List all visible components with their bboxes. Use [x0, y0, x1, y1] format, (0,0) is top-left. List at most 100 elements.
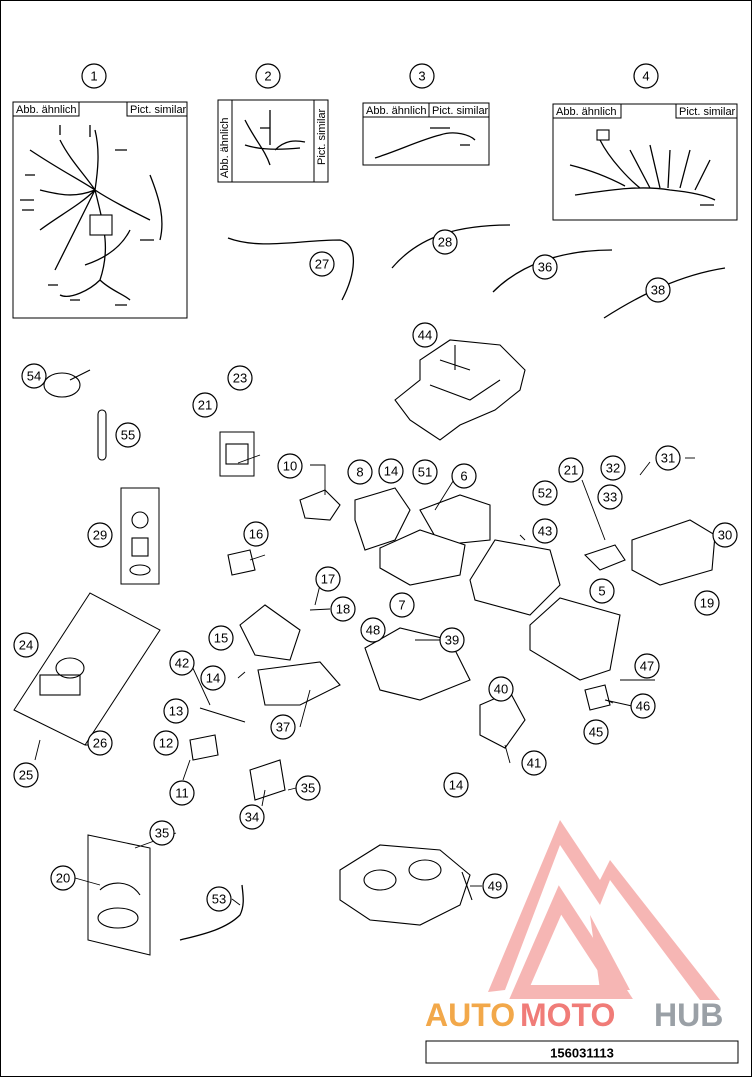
leader-line: [639, 461, 651, 476]
part-7-module: [379, 529, 466, 586]
leader-line: [310, 464, 326, 495]
callout-26: 26: [87, 730, 113, 756]
callout-34: 34: [239, 804, 265, 830]
callout-55: 55: [115, 422, 141, 448]
leader-line: [182, 759, 191, 781]
callout-1: 1: [81, 63, 107, 89]
document-number-box: [425, 1040, 739, 1064]
callout-number: 29: [93, 528, 107, 543]
leader-lines: [34, 454, 695, 906]
box-part-4: [552, 103, 738, 221]
callout-circle: [439, 627, 465, 653]
callout-38: 38: [645, 277, 671, 303]
callout-16: 16: [243, 521, 269, 547]
callout-2: 2: [255, 63, 281, 89]
box-4-label-de: Abb. ähnlich: [556, 106, 617, 118]
callout-number: 5: [598, 584, 605, 599]
callout-circle: [243, 521, 269, 547]
callout-number: 37: [276, 720, 290, 735]
callout-number: 18: [336, 602, 350, 617]
part-5-tray: [529, 597, 621, 681]
callout-number: 14: [449, 778, 463, 793]
callout-circle: [412, 459, 438, 485]
part-44-bracket: [394, 339, 526, 441]
callout-circle: [482, 873, 508, 899]
callout-circle: [488, 676, 514, 702]
callout-25: 25: [13, 762, 39, 788]
callout-7: 7: [389, 592, 415, 618]
callout-circle: [227, 365, 253, 391]
part-43-battery: [469, 539, 561, 616]
callout-circle: [13, 762, 39, 788]
part-30-ecu: [631, 519, 716, 586]
leader-line: [237, 454, 261, 464]
box-part-2: [217, 99, 329, 183]
callout-circle: [633, 63, 659, 89]
part-53-sensor-cable: [179, 884, 244, 941]
callout-circle: [239, 804, 265, 830]
leader-line: [34, 739, 41, 761]
leader-line: [581, 479, 606, 541]
callout-52: 52: [532, 480, 558, 506]
box-part-20: [87, 834, 151, 956]
part-8-bracket: [354, 487, 411, 551]
callout-circle: [597, 484, 623, 510]
callout-5: 5: [589, 578, 615, 604]
callout-41: 41: [521, 750, 547, 776]
callout-number: 20: [56, 871, 70, 886]
box-part-24: [13, 592, 161, 746]
callout-circle: [206, 886, 232, 912]
callout-circle: [655, 445, 681, 471]
callout-23: 23: [227, 365, 253, 391]
callout-circle: [295, 775, 321, 801]
leader-line: [261, 789, 266, 807]
leader-line: [309, 608, 331, 611]
callout-number: 30: [718, 528, 732, 543]
callout-27: 27: [309, 251, 335, 277]
callout-42: 42: [169, 650, 195, 676]
leader-line: [287, 787, 297, 791]
box-part-3: [362, 102, 490, 166]
cable-27: [227, 237, 354, 301]
callout-circle: [451, 463, 477, 489]
callout-circle: [255, 63, 281, 89]
callout-21: 21: [558, 457, 584, 483]
callout-circle: [630, 693, 656, 719]
callout-circle: [634, 653, 660, 679]
callout-number: 40: [494, 682, 508, 697]
callout-circle: [13, 632, 39, 658]
callout-number: 33: [603, 490, 617, 505]
leader-line: [299, 689, 311, 728]
callout-number: 49: [488, 879, 502, 894]
callout-number: 4: [642, 69, 649, 84]
callout-number: 7: [398, 598, 405, 613]
callout-circle: [87, 522, 113, 548]
callout-8: 8: [347, 459, 373, 485]
callout-circle: [277, 453, 303, 479]
callout-48: 48: [360, 617, 386, 643]
callout-number: 24: [19, 638, 33, 653]
callout-circle: [192, 392, 218, 418]
callout-circle: [412, 322, 438, 348]
callout-46: 46: [630, 693, 656, 719]
callout-39: 39: [439, 627, 465, 653]
leader-line: [231, 898, 241, 906]
watermark-logo: [488, 820, 720, 1000]
box-2-label-de: Abb. ähnlich: [219, 117, 231, 178]
callout-number: 6: [460, 469, 467, 484]
callout-number: 47: [640, 659, 654, 674]
callout-circle: [347, 459, 373, 485]
callout-circle: [532, 254, 558, 280]
callout-circle: [50, 865, 76, 891]
callout-28: 28: [432, 229, 458, 255]
callout-number: 14: [206, 671, 220, 686]
callout-number: 19: [700, 596, 714, 611]
callout-number: 54: [27, 369, 41, 384]
callout-18: 18: [330, 596, 356, 622]
callout-circle: [378, 458, 404, 484]
callout-number: 21: [198, 398, 212, 413]
callout-44: 44: [412, 322, 438, 348]
callout-number: 36: [538, 260, 552, 275]
callout-24: 24: [13, 632, 39, 658]
